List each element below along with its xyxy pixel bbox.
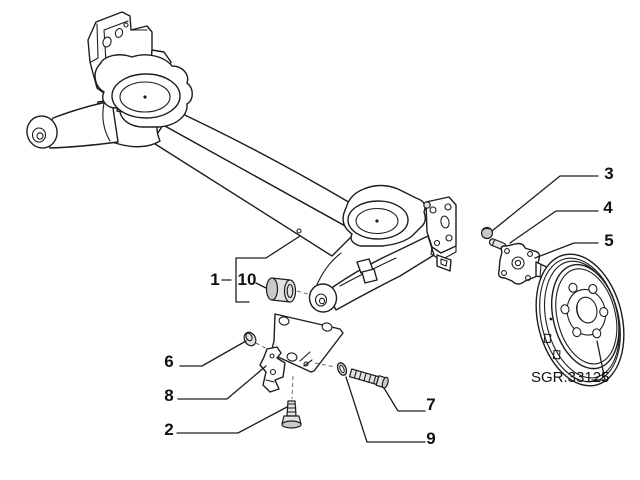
drum-lug-hole bbox=[592, 328, 602, 339]
leader-8 bbox=[177, 365, 267, 400]
leader-5 bbox=[534, 242, 599, 259]
left-trailing-arm bbox=[26, 100, 119, 149]
bolt-2 bbox=[281, 375, 302, 429]
callout-10: 10 bbox=[238, 270, 257, 289]
right-spring-seat bbox=[342, 184, 427, 247]
brake-line-clip bbox=[296, 228, 302, 234]
callout-1-bracket bbox=[235, 235, 301, 303]
axle-beam bbox=[151, 109, 357, 257]
callout-1: 1 bbox=[210, 270, 219, 289]
callout-8: 8 bbox=[164, 386, 173, 405]
leader-9 bbox=[345, 376, 426, 443]
drum-lug-hole bbox=[568, 282, 578, 293]
drum-lug-hole bbox=[560, 304, 570, 315]
leader-6 bbox=[179, 340, 247, 367]
leader-3 bbox=[491, 175, 599, 232]
right-mounting-plate bbox=[423, 196, 457, 272]
callout-6: 6 bbox=[164, 352, 173, 371]
leader-lines bbox=[176, 175, 606, 443]
callout-numbers: 1 10 3 4 5 6 8 2 7 9 bbox=[164, 164, 613, 448]
callout-3: 3 bbox=[604, 164, 613, 183]
cable-bracket-8 bbox=[259, 346, 286, 393]
beam-bracket-tabs bbox=[356, 258, 378, 284]
callout-4: 4 bbox=[603, 198, 613, 217]
callout-2: 2 bbox=[164, 420, 173, 439]
washer-9 bbox=[314, 362, 348, 376]
plate-lower-tab bbox=[436, 254, 452, 272]
drum-lug-hole bbox=[599, 306, 609, 318]
callout-7: 7 bbox=[426, 395, 435, 414]
drum-lug-hole bbox=[588, 283, 598, 294]
plate-corner-bolt bbox=[423, 201, 431, 209]
bolt-7 bbox=[348, 368, 389, 389]
arm-bushing bbox=[265, 277, 312, 303]
leader-4 bbox=[509, 210, 599, 244]
leader-10 bbox=[255, 282, 267, 289]
callout-9: 9 bbox=[426, 429, 435, 448]
leader-2 bbox=[176, 406, 288, 434]
drum-lug-hole bbox=[572, 327, 582, 338]
leader-7 bbox=[383, 387, 426, 412]
part-code-label: SGR.33125 bbox=[531, 369, 609, 386]
callout-5: 5 bbox=[604, 231, 613, 250]
grease-cap-3 bbox=[480, 226, 494, 240]
support-plate bbox=[270, 313, 344, 373]
leader-part-code bbox=[591, 340, 606, 381]
brake-drum bbox=[535, 253, 625, 387]
left-spring-seat bbox=[94, 54, 193, 128]
